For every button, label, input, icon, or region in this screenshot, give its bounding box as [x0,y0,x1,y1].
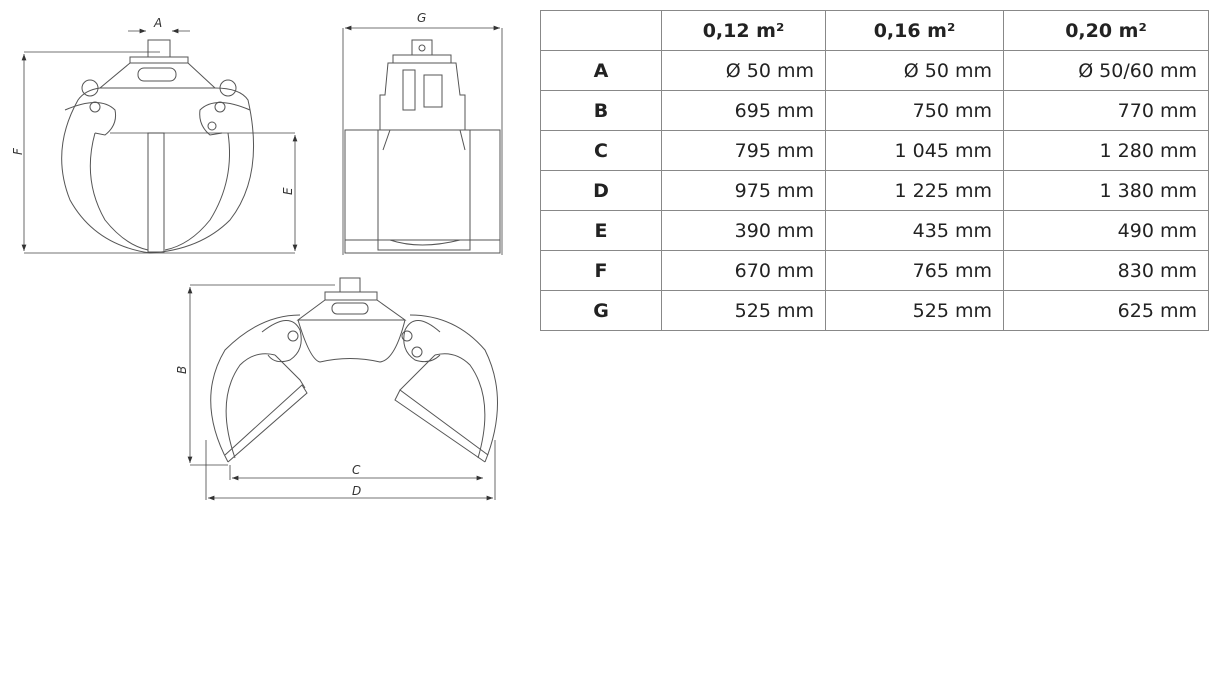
cell: 795 mm [661,130,826,171]
cell: 525 mm [825,290,1004,331]
cell: 830 mm [1003,250,1209,291]
side-view: G [342,11,503,255]
dimension-label-e: E [281,187,295,195]
cell: 975 mm [661,170,826,211]
cell: 435 mm [825,210,1004,251]
cell: 695 mm [661,90,826,131]
cell: 390 mm [661,210,826,251]
dimension-label-d: D [352,484,361,498]
cell: 1 280 mm [1003,130,1209,171]
header-012: 0,12 m² [661,10,826,51]
cell: 770 mm [1003,90,1209,131]
row-label: G [540,290,662,331]
header-020: 0,20 m² [1003,10,1209,51]
cell: Ø 50/60 mm [1003,50,1209,91]
dimension-label-c: C [352,463,361,477]
row-label: F [540,250,662,291]
cell: 1 045 mm [825,130,1004,171]
cell: 1 380 mm [1003,170,1209,211]
front-view-open: B C D [175,277,498,501]
header-empty [540,10,662,51]
cell: Ø 50 mm [661,50,826,91]
dimension-label-b: B [175,366,189,374]
front-view-closed: A F E [11,16,298,254]
header-016: 0,16 m² [825,10,1004,51]
cell: 525 mm [661,290,826,331]
cell: 670 mm [661,250,826,291]
row-label: C [540,130,662,171]
row-label: B [540,90,662,131]
dimension-label-f: F [11,147,25,155]
cell: Ø 50 mm [825,50,1004,91]
cell: 625 mm [1003,290,1209,331]
cell: 490 mm [1003,210,1209,251]
cell: 1 225 mm [825,170,1004,211]
table-header-row: 0,12 m² 0,16 m² 0,20 m² [540,10,1209,51]
row-label: D [540,170,662,211]
dimension-label-a: A [153,16,162,30]
cell: 765 mm [825,250,1004,291]
grapple-technical-drawing: A F E G [11,11,503,501]
cell: 750 mm [825,90,1004,131]
row-label: E [540,210,662,251]
dimension-label-g: G [417,11,426,25]
row-label: A [540,50,662,91]
